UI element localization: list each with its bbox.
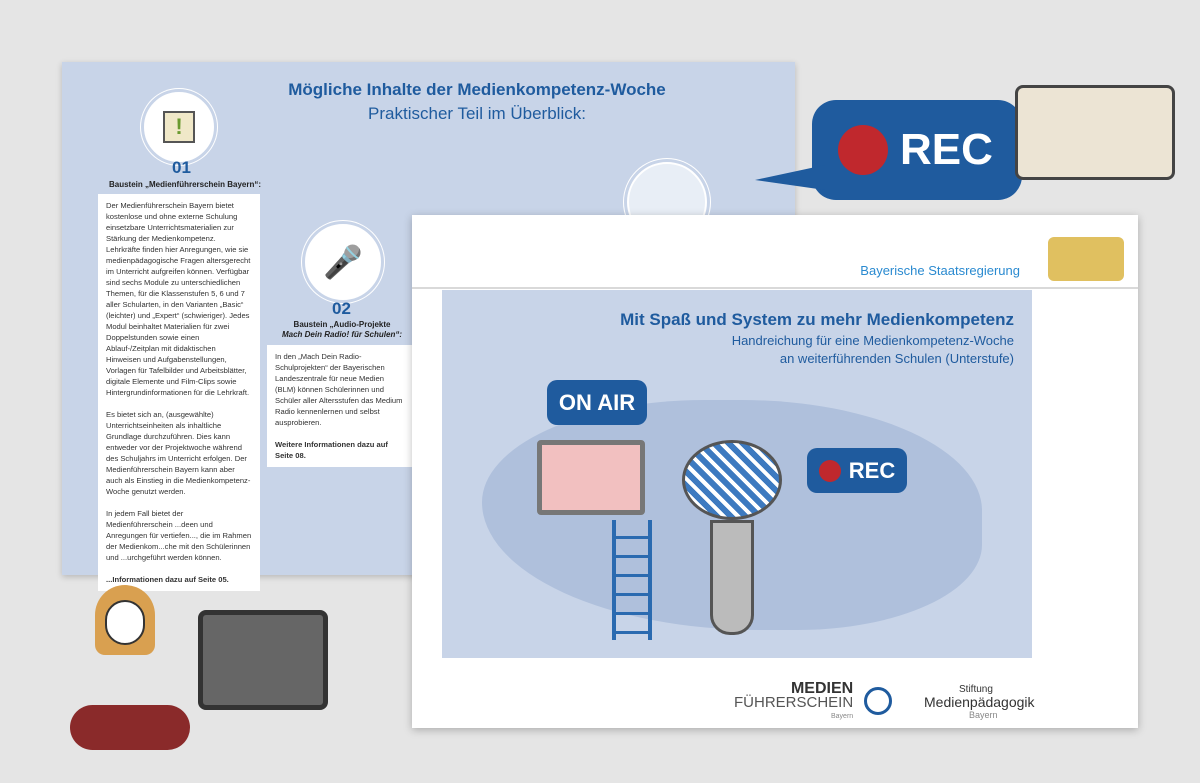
giant-microphone-icon [682,440,782,640]
front-page: Bayerische Staatsregierung Mit Spaß und … [412,215,1138,728]
logo-text: Stiftung [959,684,993,695]
publisher: Bayerische Staatsregierung [860,263,1020,278]
module1-number: 01 [172,158,191,177]
logo-text: FÜHRERSCHEIN [734,694,854,711]
module1-heading: Baustein „Medienführerschein Bayern“: [108,180,262,189]
record-dot-icon [838,125,888,175]
medienfuehrerschein-logo: MEDIEN FÜHRERSCHEIN Bayern [734,680,854,724]
rec-label: REC [900,125,993,174]
divider [412,287,1138,289]
module1-textbox: Der Medienführerschein Bayern bietet kos… [98,194,260,591]
rec-label: REC [848,457,896,483]
boombox-icon [1015,85,1175,180]
microphone-icon: 🎤 [305,224,381,300]
logo-text: MEDIEN [790,680,854,697]
ladder-icon [612,520,652,640]
module1-more-link: ...Informationen dazu auf Seite 05. [106,575,229,584]
module2-more-link: Weitere Informationen dazu auf Seite 08. [275,440,388,460]
back-page-subtitle: Praktischer Teil im Überblick: [368,104,586,123]
cover-illustration-area: Mit Spaß und System zu mehr Medienkompet… [442,290,1032,658]
module2-heading-2: Mach Dein Radio! für Schulen“: [281,330,402,339]
rec-bubble-tail [755,165,825,190]
logo-text: Medienpädagogik [924,694,1035,710]
back-page-title: Mögliche Inhalte der Medienkompetenz-Woc… [288,80,666,99]
module2-number: 02 [332,299,351,318]
module2-heading-1: Baustein „Audio-Projekte [293,320,391,329]
monitor-icon [198,610,328,710]
subtitle-line: Handreichung für eine Medienkompetenz-Wo… [731,333,1014,348]
girl-with-tv-illustration [60,585,200,765]
record-dot-icon [818,459,841,482]
cover-subtitle: Handreichung für eine Medienkompetenz-Wo… [732,332,1014,368]
stiftung-medienpaedagogik-logo: Stiftung Medienpädagogik Bayern [924,683,1035,722]
module1-paragraph: In jedem Fall bietet der Medienführersch… [106,509,252,562]
logo-text: Bayern [831,713,854,720]
module1-paragraph: Es bietet sich an, (ausgewählte) Unterri… [106,410,251,496]
rec-bubble: REC [807,448,907,493]
logo-text: Bayern [969,710,998,720]
rec-badge: REC [838,125,993,175]
module2-textbox: In den „Mach Dein Radio-Schulprojekten“ … [267,345,412,467]
mf-circle-icon [864,687,892,715]
bavarian-coat-of-arms-icon [1048,237,1124,281]
exclamation-key-icon: ! [144,92,214,162]
tv-screen-icon [537,440,645,515]
subtitle-line: an weiterführenden Schulen (Unterstufe) [779,351,1014,366]
module1-paragraph: Der Medienführerschein Bayern bietet kos… [106,201,251,397]
module2-paragraph: In den „Mach Dein Radio-Schulprojekten“ … [275,352,403,427]
on-air-bubble: ON AIR [547,380,647,425]
cover-title: Mit Spaß und System zu mehr Medienkompet… [620,310,1014,329]
